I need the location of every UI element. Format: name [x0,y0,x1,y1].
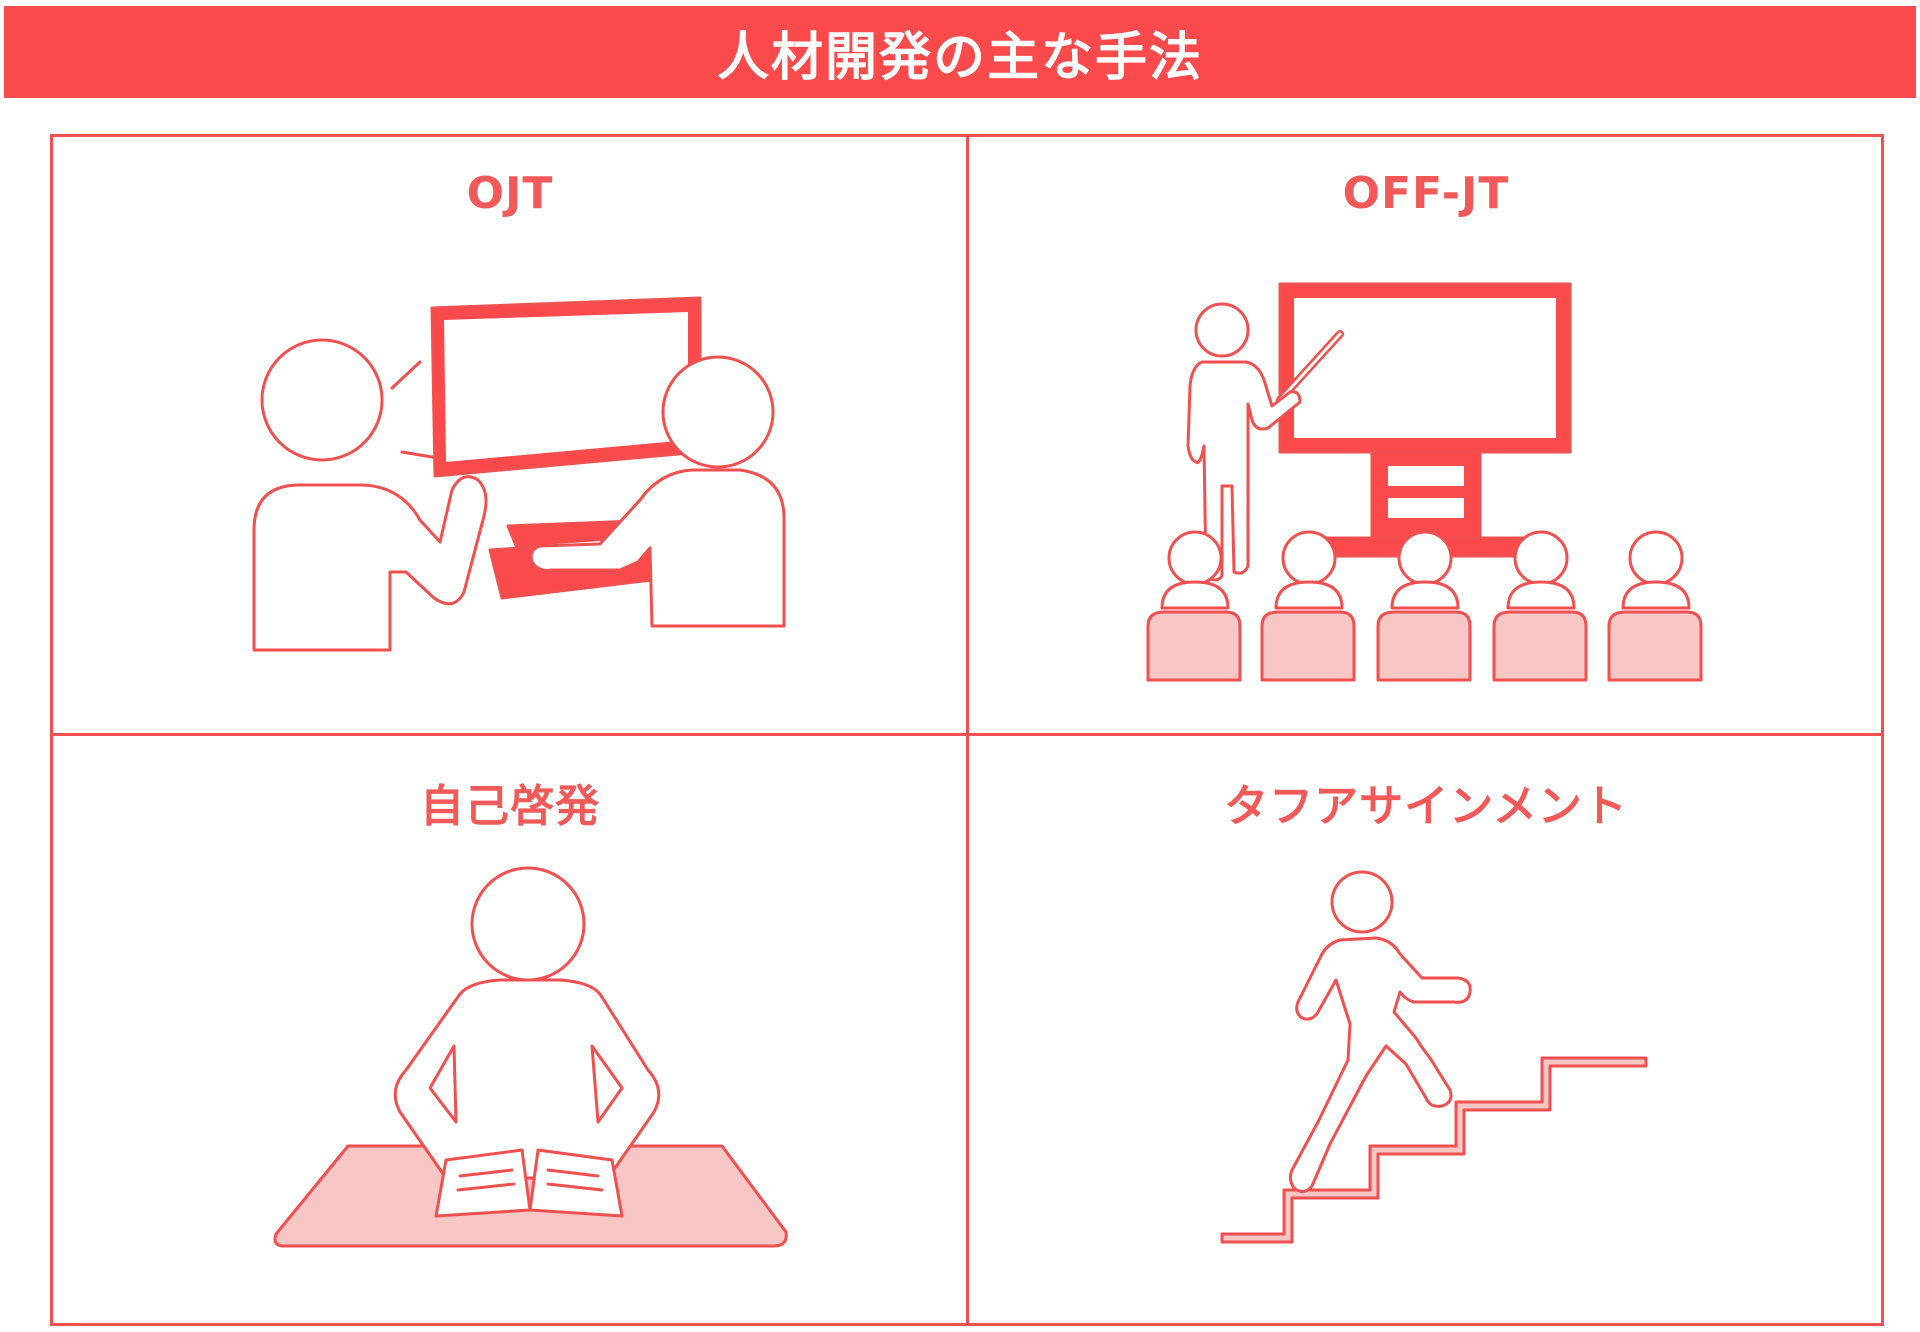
lecture-classroom-icon [1140,276,1720,700]
audience-row [1148,532,1701,680]
person-climbing-stairs-icon [1210,862,1670,1266]
method-label-tough-assignment: タフアサインメント [1224,781,1628,832]
two-people-at-monitor-icon [240,280,800,664]
grid-vertical-divider [966,134,969,1326]
page-title: 人材開発の主な手法 [716,27,1203,88]
method-label-off-jt: OFF-JT [1342,168,1510,219]
method-label-ojt: OJT [466,168,554,219]
page-title-banner: 人材開発の主な手法 [4,6,1916,98]
person-reading-book-icon [260,860,800,1264]
grid-horizontal-divider [50,733,1884,736]
method-label-self-development: 自己啓発 [420,781,600,832]
